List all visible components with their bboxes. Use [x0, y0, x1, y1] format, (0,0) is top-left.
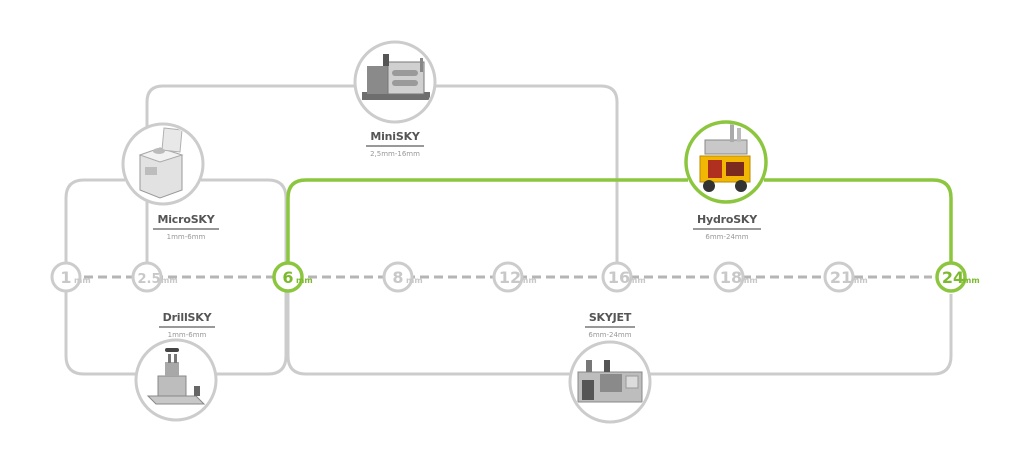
- size-node-circle: [272, 261, 304, 293]
- product-range: 6mm-24mm: [588, 331, 632, 339]
- size-node-value: 24: [942, 268, 964, 287]
- minisky-range-line: [145, 84, 619, 277]
- size-node-circle: [492, 261, 524, 293]
- product-name: MicroSKY: [153, 213, 219, 230]
- product-hydrosky[interactable]: [684, 120, 768, 204]
- label-microsky: MicroSKY 1mm-6mm: [126, 208, 246, 241]
- size-node-value: 18: [720, 268, 742, 287]
- label-skyjet: SKYJET 6mm-24mm: [550, 306, 670, 339]
- size-node-value: 6: [282, 268, 293, 287]
- label-drillsky: DrillSKY 1mm-6mm: [127, 306, 247, 339]
- product-name: HydroSKY: [692, 213, 762, 230]
- size-node-value: 16: [608, 268, 630, 287]
- product-name: DrillSKY: [158, 311, 216, 328]
- range-lines: [64, 84, 953, 376]
- label-hydrosky: HydroSKY 6mm-24mm: [667, 208, 787, 241]
- size-node-circle: [601, 261, 633, 293]
- product-range: 2,5mm-16mm: [370, 150, 420, 158]
- label-minisky: MiniSKY 2,5mm-16mm: [335, 125, 455, 158]
- size-node-circle: [50, 261, 82, 293]
- product-microsky[interactable]: [121, 122, 205, 206]
- size-node-value: 12: [499, 268, 521, 287]
- size-node-unit: mm: [74, 276, 91, 285]
- size-node-unit: mm: [629, 276, 646, 285]
- skyjet-machine-image: [577, 360, 643, 403]
- size-node-circle: [382, 261, 414, 293]
- size-node-unit: mm: [741, 276, 758, 285]
- product-minisky[interactable]: [353, 40, 437, 124]
- drillsky-machine-image: [146, 348, 206, 405]
- skyjet-range-line: [286, 292, 953, 376]
- product-skyjet[interactable]: [568, 340, 652, 424]
- hydrosky-range-line: [286, 178, 953, 262]
- size-node-24[interactable]: 24mm: [935, 261, 980, 293]
- product-range: 6mm-24mm: [705, 233, 749, 241]
- size-node-circle: [713, 261, 745, 293]
- size-node-unit: mm: [851, 276, 868, 285]
- product-range: 1mm-6mm: [167, 331, 207, 339]
- product-drillsky[interactable]: [134, 338, 218, 422]
- product-range: 1mm-6mm: [166, 233, 206, 241]
- size-node-circle: [935, 261, 967, 293]
- minisky-machine-image: [362, 54, 430, 100]
- size-node-unit: mm: [963, 276, 980, 285]
- size-node-value: 21: [830, 268, 852, 287]
- product-name: MiniSKY: [366, 130, 424, 147]
- size-node-circle: [823, 261, 855, 293]
- drillsky-range-line: [64, 292, 288, 376]
- size-node-unit: mm: [520, 276, 537, 285]
- size-node-unit: mm: [161, 276, 178, 285]
- size-node-circle: [131, 261, 163, 293]
- size-node-unit: mm: [406, 276, 423, 285]
- product-name: SKYJET: [584, 311, 636, 328]
- size-node-16[interactable]: 16mm: [601, 261, 646, 293]
- size-node-value: 1: [60, 268, 71, 287]
- size-node-unit: mm: [296, 276, 313, 285]
- size-node-value: 8: [392, 268, 403, 287]
- microsky-machine-image: [138, 127, 184, 199]
- microsky-range-line: [64, 178, 288, 264]
- size-node-value: 2.5: [137, 272, 160, 287]
- hydrosky-machine-image: [699, 124, 751, 192]
